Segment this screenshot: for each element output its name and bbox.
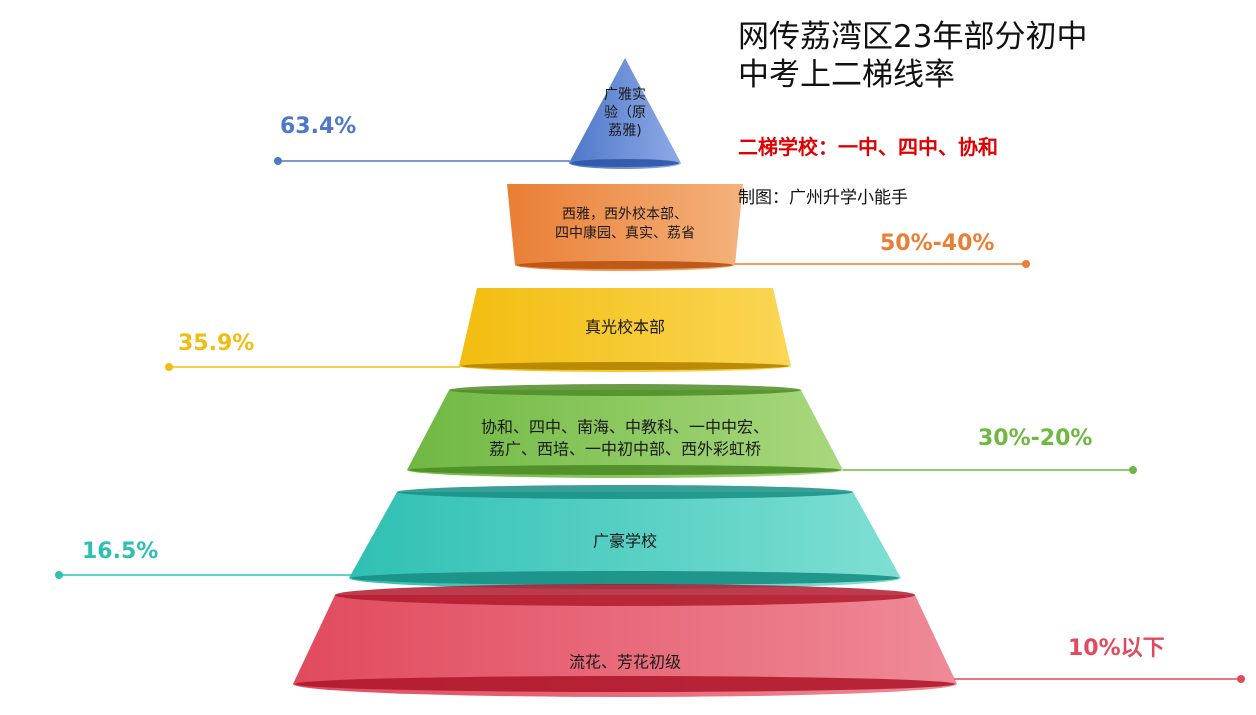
tier-bottom-rim xyxy=(517,261,733,269)
pyramid-tier-1: 广雅实验（原荔雅) 63.4% xyxy=(274,58,681,169)
tier-rate-label: 50%-40% xyxy=(880,231,994,256)
title-line-1: 网传荔湾区23年部分初中 xyxy=(738,19,1088,55)
tier-schools-line: 验（原 xyxy=(604,105,646,121)
title-line-2: 中考上二梯线率 xyxy=(738,57,955,93)
tier-rate-label: 35.9% xyxy=(178,331,254,356)
tier-schools-line: 流花、芳花初级 xyxy=(569,653,681,672)
tier-schools-line: 荔广、西培、一中初中部、西外彩虹桥 xyxy=(489,440,761,459)
tier-bottom-rim xyxy=(295,676,955,692)
tier-top-cap xyxy=(449,384,801,396)
tier-rate-label: 10%以下 xyxy=(1068,636,1165,661)
tier-schools-label: 流花、芳花初级 xyxy=(569,653,681,672)
tier-body xyxy=(293,595,957,697)
tier-schools-line: 协和、四中、南海、中教科、一中中宏、 xyxy=(481,418,769,437)
tier-schools-label: 真光校本部 xyxy=(585,318,665,337)
pyramid-tier-2: 西雅，西外校本部、四中康园、真实、荔省 50%-40% xyxy=(507,184,1030,271)
tier-schools-line: 真光校本部 xyxy=(585,318,665,337)
tier-rate-label: 30%-20% xyxy=(978,426,1092,451)
rate-leader-dot xyxy=(165,363,173,371)
tier-rate-label: 16.5% xyxy=(82,539,158,564)
tier-schools-line: 荔雅) xyxy=(608,123,641,139)
rate-leader-dot xyxy=(1237,675,1245,683)
pyramid-tier-3: 真光校本部 35.9% xyxy=(165,288,791,372)
pyramid-tier-4: 协和、四中、南海、中教科、一中中宏、荔广、西培、一中初中部、西外彩虹桥 30%-2… xyxy=(407,384,1137,478)
tier-body xyxy=(569,58,681,169)
tier-body xyxy=(349,492,901,589)
tier-rate-label: 63.4% xyxy=(280,114,356,139)
tier-schools-line: 广豪学校 xyxy=(593,532,657,551)
tier-schools-line: 西雅，西外校本部、 xyxy=(562,205,688,222)
tier-body xyxy=(407,390,843,478)
tier-schools-label: 西雅，西外校本部、四中康园、真实、荔省 xyxy=(555,205,695,241)
rate-leader-dot xyxy=(55,571,63,579)
tier-bottom-rim xyxy=(409,465,841,475)
tier-body xyxy=(507,184,743,271)
rate-leader-dot xyxy=(274,157,282,165)
tier-schools-label: 广豪学校 xyxy=(593,532,657,551)
chart-credit: 制图：广州升学小能手 xyxy=(738,188,908,208)
pyramid-tier-6: 流花、芳花初级 10%以下 xyxy=(293,584,1245,697)
tier-bottom-rim xyxy=(571,159,679,167)
tier-bottom-rim xyxy=(461,362,789,370)
tier2-schools-note: 二梯学校：一中、四中、协和 xyxy=(738,135,998,159)
tier-schools-line: 广雅实 xyxy=(604,87,646,103)
tier-top-cap xyxy=(335,584,915,606)
tier-top-cap xyxy=(397,485,853,499)
tier-bottom-rim xyxy=(351,571,899,585)
rate-leader-dot xyxy=(1129,466,1137,474)
tier-body xyxy=(459,288,791,372)
pyramid-tier-5: 广豪学校 16.5% xyxy=(55,485,901,589)
tier-schools-line: 四中康园、真实、荔省 xyxy=(555,224,695,241)
page-title: 网传荔湾区23年部分初中 中考上二梯线率 xyxy=(738,18,1158,94)
rate-leader-dot xyxy=(1022,260,1030,268)
tier-schools-label: 广雅实验（原荔雅) xyxy=(604,87,646,139)
tier-schools-label: 协和、四中、南海、中教科、一中中宏、荔广、西培、一中初中部、西外彩虹桥 xyxy=(481,418,769,459)
